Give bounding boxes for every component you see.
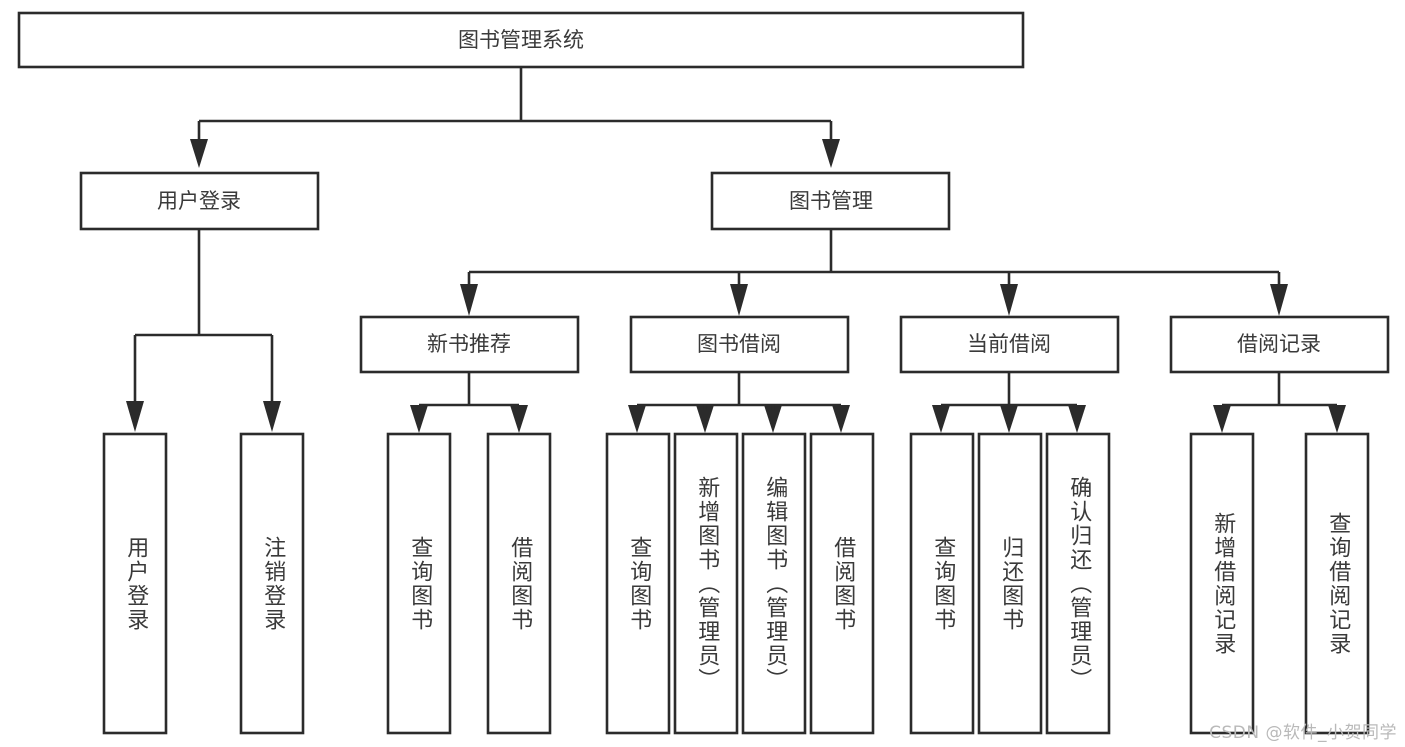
- node-user-login[interactable]: 用户登录: [79, 171, 320, 231]
- connector-new-book-to-leaves: [410, 372, 528, 433]
- connector-book-management-to-level3: [460, 229, 1288, 316]
- arrow-to-user-login: [190, 139, 208, 168]
- leaf-box-borrow-book-2[interactable]: [809, 432, 875, 735]
- arrow-leaf-borrow-book-1: [510, 405, 528, 433]
- new-book-recommend-box[interactable]: [359, 315, 580, 374]
- connector-root-to-level2: [190, 67, 840, 168]
- leaf-box-return-book[interactable]: [977, 432, 1043, 735]
- leaf-box-query-book-2[interactable]: [605, 432, 671, 735]
- arrow-to-book-borrow: [730, 284, 748, 316]
- user-login-label: 用户登录: [157, 189, 241, 213]
- leaf-box-logout-login[interactable]: [239, 432, 305, 735]
- root-box[interactable]: [17, 11, 1025, 69]
- leaf-box-add-book[interactable]: [673, 432, 739, 735]
- arrow-leaf-query-book-2: [628, 405, 646, 433]
- leaf-box-add-record[interactable]: [1189, 432, 1255, 735]
- root-label: 图书管理系统: [458, 28, 584, 52]
- current-borrow-label: 当前借阅: [967, 332, 1051, 356]
- node-new-book-recommend[interactable]: 新书推荐: [359, 315, 580, 374]
- arrow-leaf-query-record: [1328, 405, 1346, 433]
- leaf-box-query-book-3[interactable]: [909, 432, 975, 735]
- node-book-management[interactable]: 图书管理: [710, 171, 951, 231]
- connector-user-login-to-leaves: [126, 229, 281, 432]
- book-management-label: 图书管理: [789, 189, 873, 213]
- arrow-leaf-confirm-return: [1068, 405, 1086, 433]
- csdn-watermark: CSDN @软件_小贺同学: [1209, 723, 1397, 743]
- node-root-system[interactable]: 图书管理系统: [17, 11, 1025, 69]
- arrow-to-borrow-record: [1270, 284, 1288, 316]
- book-borrow-label: 图书借阅: [697, 332, 781, 356]
- arrow-leaf-logout-login: [263, 401, 281, 432]
- connector-current-borrow-to-leaves: [932, 372, 1086, 433]
- current-borrow-box[interactable]: [899, 315, 1120, 374]
- book-management-box[interactable]: [710, 171, 951, 231]
- leaf-box-borrow-book-1[interactable]: [486, 432, 552, 735]
- arrow-leaf-edit-book: [764, 405, 782, 433]
- leaf-box-query-record[interactable]: [1304, 432, 1370, 735]
- book-borrow-box[interactable]: [629, 315, 850, 374]
- arrow-leaf-query-book-3: [932, 405, 950, 433]
- borrow-record-box[interactable]: [1169, 315, 1390, 374]
- arrow-leaf-add-record: [1213, 405, 1231, 433]
- leaf-box-user-login[interactable]: [102, 432, 168, 735]
- arrow-to-book-management: [822, 139, 840, 168]
- leaf-box-confirm-return[interactable]: [1045, 432, 1111, 735]
- leaf-box-edit-book[interactable]: [741, 432, 807, 735]
- arrow-to-current-borrow: [1000, 284, 1018, 316]
- borrow-record-label: 借阅记录: [1237, 332, 1321, 356]
- connector-borrow-record-to-leaves: [1213, 372, 1346, 433]
- node-book-borrow[interactable]: 图书借阅: [629, 315, 850, 374]
- node-current-borrow[interactable]: 当前借阅: [899, 315, 1120, 374]
- connector-book-borrow-to-leaves: [628, 372, 850, 433]
- leaf-box-query-book-1[interactable]: [386, 432, 452, 735]
- arrow-to-new-book-recommend: [460, 284, 478, 316]
- arrow-leaf-return-book: [1000, 405, 1018, 433]
- arrow-leaf-add-book: [696, 405, 714, 433]
- arrow-leaf-user-login: [126, 401, 144, 432]
- new-book-recommend-label: 新书推荐: [427, 332, 511, 356]
- arrow-leaf-borrow-book-2: [832, 405, 850, 433]
- arrow-leaf-query-book-1: [410, 405, 428, 433]
- node-borrow-record[interactable]: 借阅记录: [1169, 315, 1390, 374]
